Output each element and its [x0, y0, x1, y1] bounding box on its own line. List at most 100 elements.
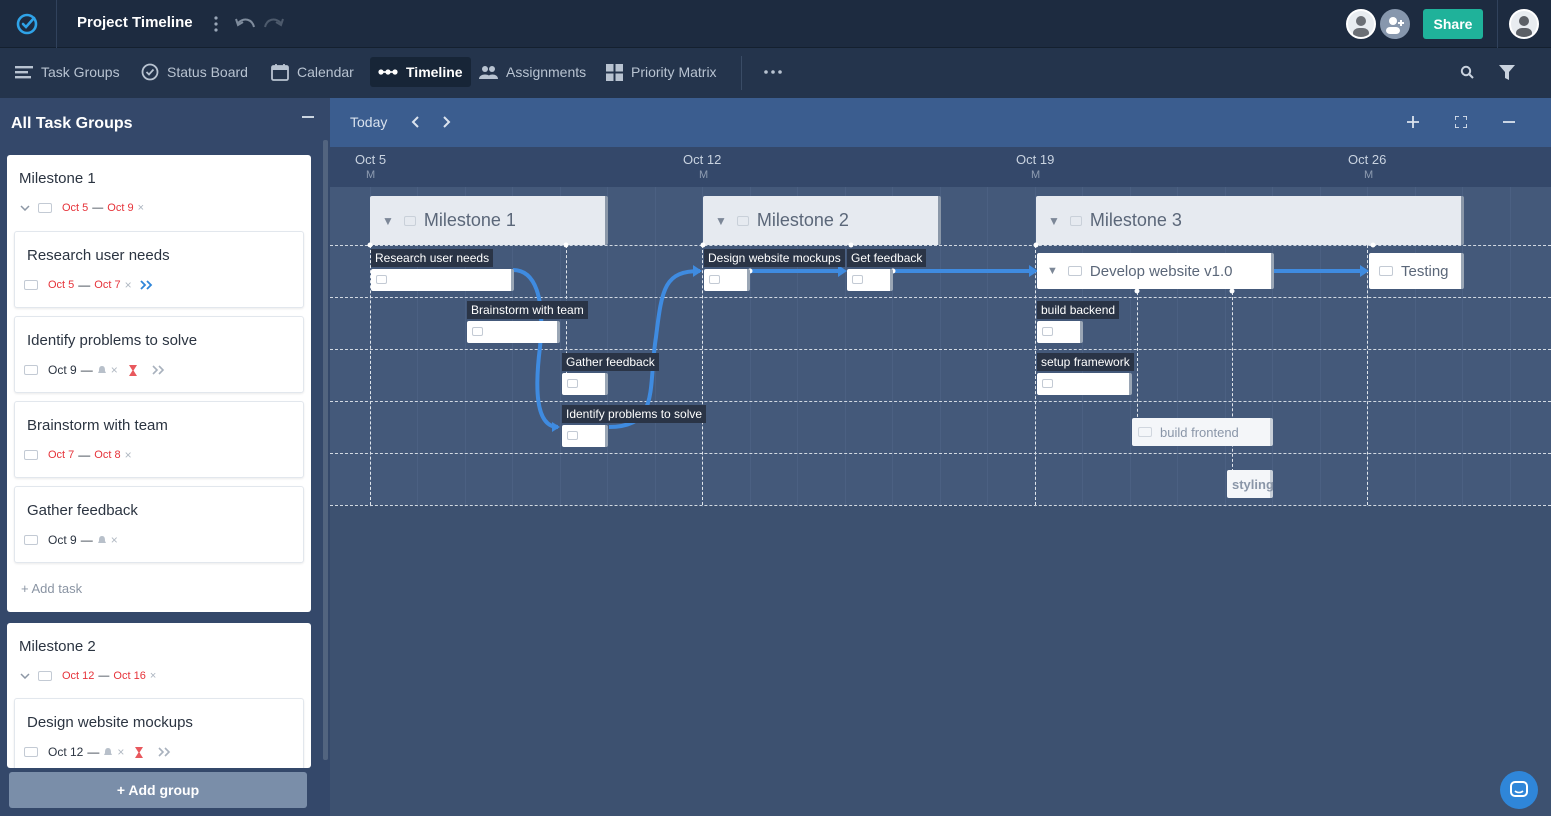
date-separator: —: [87, 745, 100, 759]
grid-line: [987, 187, 988, 507]
inbox-icon: [472, 327, 483, 336]
bell-icon[interactable]: [97, 365, 107, 376]
grid-line: [1415, 187, 1416, 507]
bell-icon[interactable]: [103, 747, 113, 758]
collapse-sidebar-icon[interactable]: [302, 116, 314, 118]
filter-icon[interactable]: [1491, 57, 1523, 87]
chat-support-icon[interactable]: [1500, 771, 1538, 809]
grid-line: [465, 187, 466, 507]
end-date: Oct 9: [107, 202, 134, 214]
task-card[interactable]: Gather feedback Oct 9 — ×: [14, 486, 304, 563]
task-card[interactable]: Design website mockups Oct 12 — ×: [14, 698, 304, 768]
dependency-forward-icon[interactable]: [152, 365, 166, 375]
chevron-down-icon[interactable]: ▼: [382, 213, 394, 228]
undo-icon[interactable]: [233, 12, 257, 36]
chevron-down-icon[interactable]: ▼: [715, 213, 727, 228]
tab-calendar[interactable]: Calendar: [263, 57, 362, 87]
task-title: Gather feedback: [27, 502, 138, 519]
chevron-down-icon[interactable]: ▼: [1048, 213, 1060, 228]
kebab-menu-icon[interactable]: [204, 12, 228, 36]
milestone-bar[interactable]: ▼Milestone 1: [370, 196, 608, 245]
sidebar-scrollbar[interactable]: [323, 140, 328, 760]
today-button[interactable]: Today: [350, 114, 388, 130]
task-bar[interactable]: [562, 373, 608, 395]
date-separator: —: [98, 670, 110, 682]
task-card[interactable]: Identify problems to solve Oct 9 — ×: [14, 316, 304, 393]
clear-date-icon[interactable]: ×: [117, 745, 125, 759]
milestone-bar[interactable]: ▼Milestone 3: [1036, 196, 1464, 245]
task-title: Design website mockups: [27, 714, 193, 731]
divider: [1497, 0, 1498, 48]
clear-date-icon[interactable]: ×: [110, 363, 118, 377]
task-card[interactable]: Brainstorm with team Oct 7 — Oct 8 ×: [14, 401, 304, 478]
zoom-out-icon[interactable]: [1499, 112, 1519, 132]
more-icon[interactable]: [756, 57, 790, 87]
inbox-icon: [1042, 379, 1053, 388]
chevron-down-icon[interactable]: [20, 205, 30, 211]
row-divider: [330, 401, 1551, 402]
task-card[interactable]: Research user needs Oct 5 — Oct 7 ×: [14, 231, 304, 308]
app-logo-icon[interactable]: [14, 11, 40, 37]
chevron-left-icon[interactable]: [405, 112, 425, 132]
grid-line: [845, 187, 846, 507]
clear-date-icon[interactable]: ×: [149, 670, 157, 682]
chevron-right-icon[interactable]: [437, 112, 457, 132]
tab-status-board[interactable]: Status Board: [133, 57, 256, 87]
group-title[interactable]: Milestone 1: [19, 170, 96, 187]
clear-date-icon[interactable]: ×: [124, 448, 132, 462]
grid-line: [1130, 187, 1131, 507]
task-bar[interactable]: [562, 425, 608, 447]
task-bar[interactable]: ▼ Develop website v1.0: [1037, 253, 1274, 289]
calendar-icon: [271, 64, 289, 81]
task-bar[interactable]: [371, 269, 514, 291]
inbox-icon: [1067, 266, 1082, 276]
chevron-down-icon[interactable]: [20, 673, 30, 679]
timeline-canvas[interactable]: ▼Milestone 1 ▼Milestone 2 ▼Milestone 3 R…: [330, 187, 1551, 816]
group-title[interactable]: Milestone 2: [19, 638, 96, 655]
task-bar[interactable]: [704, 269, 750, 291]
clear-date-icon[interactable]: ×: [124, 278, 132, 292]
task-bar[interactable]: [1037, 373, 1132, 395]
add-task-button[interactable]: + Add task: [21, 581, 83, 596]
inbox-icon: [567, 379, 578, 388]
tab-task-groups[interactable]: Task Groups: [7, 57, 128, 87]
project-title[interactable]: Project Timeline: [77, 14, 193, 31]
avatar[interactable]: [1346, 9, 1376, 39]
group-dates[interactable]: Oct 12 — Oct 16 ×: [20, 670, 156, 682]
fullscreen-icon[interactable]: [1451, 112, 1471, 132]
add-member-icon[interactable]: [1380, 9, 1410, 39]
add-group-button[interactable]: + Add group: [9, 772, 307, 808]
task-bar[interactable]: [467, 321, 560, 343]
zoom-in-icon[interactable]: [1403, 112, 1423, 132]
hourglass-icon[interactable]: [128, 364, 138, 377]
hourglass-icon[interactable]: [134, 746, 144, 759]
dependency-forward-icon[interactable]: [158, 747, 172, 757]
bell-icon[interactable]: [97, 535, 107, 546]
milestone-label: Milestone 2: [756, 210, 849, 230]
task-bar[interactable]: [1037, 321, 1083, 343]
chevron-down-icon[interactable]: ▼: [1047, 265, 1058, 277]
row-divider: [330, 245, 1551, 246]
milestone-bar[interactable]: ▼ Milestone 2: [703, 196, 941, 245]
group-dates[interactable]: Oct 5 — Oct 9 ×: [20, 202, 144, 214]
date-separator: —: [80, 533, 93, 547]
task-bar[interactable]: Testing: [1369, 253, 1464, 289]
redo-icon[interactable]: [262, 12, 286, 36]
timeline-icon: [378, 69, 398, 75]
task-bar[interactable]: styling: [1227, 470, 1274, 498]
tab-timeline[interactable]: Timeline: [370, 57, 471, 87]
clear-date-icon[interactable]: ×: [137, 202, 145, 214]
dependency-forward-icon[interactable]: [139, 280, 154, 290]
task-bar-title: Testing: [1401, 262, 1449, 280]
task-bar[interactable]: build frontend: [1132, 418, 1273, 446]
task-bar[interactable]: [847, 269, 893, 291]
end-date: Oct 16: [113, 670, 146, 682]
tab-priority-matrix[interactable]: Priority Matrix: [598, 57, 725, 87]
tab-assignments[interactable]: Assignments: [470, 57, 594, 87]
share-button[interactable]: Share: [1423, 9, 1483, 39]
clear-date-icon[interactable]: ×: [110, 533, 118, 547]
start-date: Oct 5: [48, 279, 75, 291]
task-bar-title: build frontend: [1160, 424, 1239, 440]
user-avatar[interactable]: [1509, 9, 1539, 39]
search-icon[interactable]: [1452, 57, 1482, 87]
